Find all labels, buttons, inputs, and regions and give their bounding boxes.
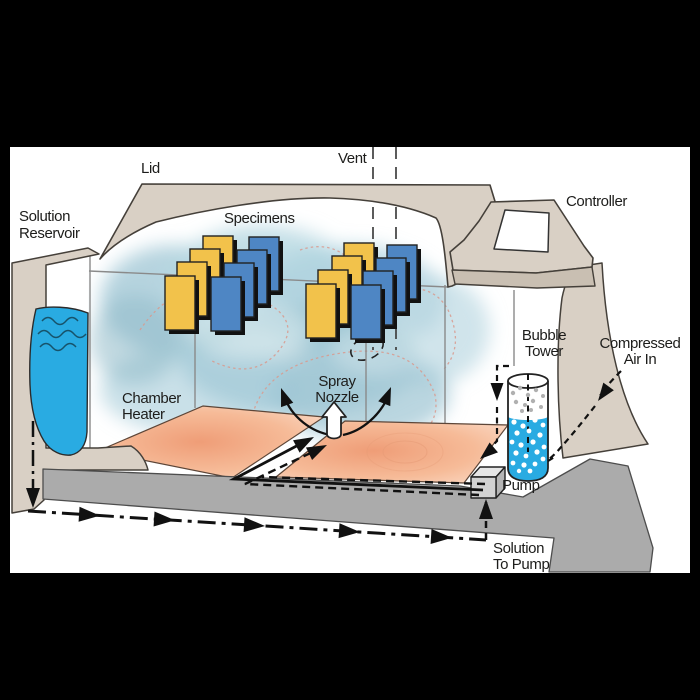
specimen-panels-blue — [350, 244, 421, 343]
flow-arrowheads — [26, 382, 614, 544]
bubble-tower — [507, 373, 549, 482]
pump — [470, 466, 506, 499]
right-wall-shape — [557, 262, 649, 459]
controller-label: Controller — [566, 193, 628, 210]
specimen-rack-left — [164, 235, 283, 335]
specimens-label: Specimens — [224, 210, 295, 227]
flow-lines — [27, 364, 622, 542]
spray-nozzle-shape — [321, 401, 347, 440]
vent-label: Vent — [338, 150, 367, 167]
bubbles — [509, 417, 547, 474]
pump-label: Pump — [502, 477, 540, 494]
mist-droplets — [510, 385, 545, 413]
solution-reservoir — [29, 306, 89, 456]
controller-screen — [493, 209, 550, 253]
lid-label: Lid — [141, 160, 160, 177]
specimen-rack-right — [305, 242, 421, 343]
water-waves — [37, 316, 87, 352]
specimen-panels-blue — [210, 236, 283, 335]
specimen-panels-yellow — [164, 235, 237, 334]
controller — [449, 199, 596, 289]
base-slab — [42, 458, 654, 573]
